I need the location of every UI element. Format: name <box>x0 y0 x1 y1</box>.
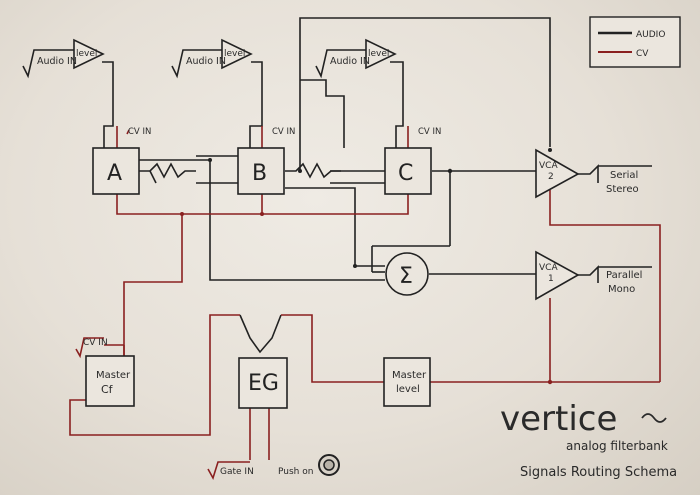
master-level-line2: level <box>396 384 420 395</box>
cv-in-label-master: CV IN <box>83 338 108 348</box>
parallel-label: Parallel <box>606 270 642 281</box>
push-button-icon <box>318 454 340 476</box>
level-triangle-b <box>221 38 253 70</box>
brand-logo: vertice <box>500 399 617 439</box>
vca1-label: VCA <box>539 263 558 273</box>
master-cf-block <box>85 355 135 407</box>
audio-in-label-c: Audio IN <box>330 56 370 67</box>
block-b <box>237 147 285 195</box>
audio-in-label-a: Audio IN <box>37 56 77 67</box>
mono-label: Mono <box>608 284 635 295</box>
cv-wires <box>69 126 661 481</box>
block-a <box>92 147 140 195</box>
brand-subtitle: analog filterbank <box>566 439 668 453</box>
vca1-number: 1 <box>548 274 554 284</box>
master-level-line1: Master <box>392 370 427 381</box>
level-label-b: level <box>224 49 245 59</box>
audio-in-label-b: Audio IN <box>186 56 226 67</box>
schema-title: Signals Routing Schema <box>520 465 677 480</box>
sigma-symbol: Σ <box>399 264 413 289</box>
master-cf-line2: Cf <box>101 383 114 396</box>
vca1-triangle <box>535 250 580 301</box>
legend <box>589 16 681 68</box>
legend-audio-label: AUDIO <box>636 30 665 40</box>
cv-in-label-a: CV IN <box>128 127 151 137</box>
vca2-number: 2 <box>548 172 554 182</box>
block-b-label: B <box>252 161 267 186</box>
level-triangle-a <box>73 38 105 70</box>
eg-label: EG <box>248 371 279 396</box>
vca2-label: VCA <box>539 161 558 171</box>
master-cf-line1: Master <box>96 370 131 381</box>
block-a-label: A <box>107 161 122 186</box>
cv-in-label-b: CV IN <box>272 127 295 137</box>
block-c <box>384 147 432 195</box>
brand-logo-wave <box>641 413 667 423</box>
level-label-c: level <box>368 49 389 59</box>
gate-in-label: Gate IN <box>220 467 254 477</box>
block-c-label: C <box>398 161 413 186</box>
stereo-label: Stereo <box>606 184 639 195</box>
eg-block <box>238 357 288 409</box>
vca2-triangle <box>535 148 580 199</box>
push-on-label: Push on <box>278 467 313 477</box>
cv-in-label-c: CV IN <box>418 127 441 137</box>
level-triangle-c <box>365 38 397 70</box>
master-level-block <box>383 357 431 407</box>
serial-label: Serial <box>610 170 638 181</box>
legend-cv-label: CV <box>636 49 649 59</box>
level-label-a: level <box>76 49 97 59</box>
